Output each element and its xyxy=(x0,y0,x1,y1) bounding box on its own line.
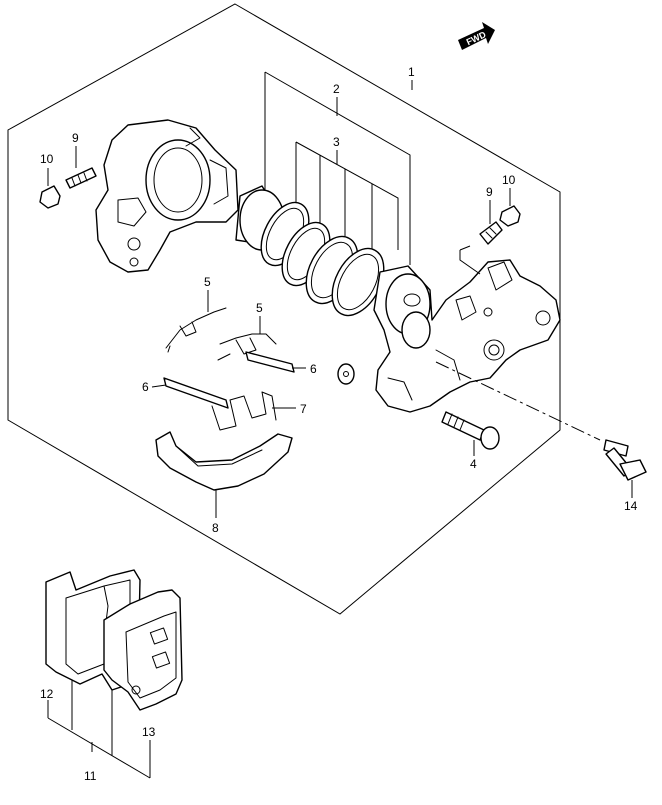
callout-5b: 5 xyxy=(256,301,263,315)
callout-10a: 10 xyxy=(40,152,54,166)
bleeder-valve-left xyxy=(65,167,97,189)
bleeder-cap-left xyxy=(39,185,61,209)
bracket-11 xyxy=(47,717,151,779)
callout-7: 7 xyxy=(300,402,307,416)
callout-5a: 5 xyxy=(204,275,211,289)
callout-12: 12 xyxy=(40,687,54,701)
bleeder-valve-right xyxy=(479,221,503,245)
pad-pin-lower xyxy=(163,377,229,409)
bleeder-cap-right xyxy=(499,205,521,227)
callout-6b: 6 xyxy=(142,380,149,394)
callout-1: 1 xyxy=(408,65,415,79)
pad-holder xyxy=(155,431,293,491)
leader-6b xyxy=(151,384,167,388)
callout-14: 14 xyxy=(624,499,638,513)
callout-13: 13 xyxy=(142,725,156,739)
pad-pin-upper xyxy=(245,351,295,373)
mounting-bolt-14 xyxy=(603,439,647,481)
washer xyxy=(337,363,355,385)
caliper-body-lower xyxy=(373,259,561,413)
brake-pad-front xyxy=(103,589,183,711)
bracket-2 xyxy=(264,71,411,265)
assembly-frame xyxy=(7,3,561,615)
caliper-body-upper xyxy=(95,119,239,273)
callout-3: 3 xyxy=(333,135,340,149)
leader-bleeder xyxy=(459,245,471,251)
pad-spring-lower xyxy=(217,333,277,361)
callout-11: 11 xyxy=(84,769,97,783)
fwd-arrow-icon: FWD xyxy=(458,22,495,50)
pad-spring-upper xyxy=(165,307,227,353)
callout-2: 2 xyxy=(333,82,340,96)
callout-9a: 9 xyxy=(72,131,79,145)
callout-10b: 10 xyxy=(502,173,516,187)
callout-8: 8 xyxy=(212,521,219,535)
anti-rattle-spring xyxy=(211,391,277,431)
callout-4: 4 xyxy=(470,457,477,471)
callout-6a: 6 xyxy=(310,362,317,376)
callout-9b: 9 xyxy=(486,185,493,199)
center-line-bolt xyxy=(435,361,601,441)
mounting-bolt-4 xyxy=(441,411,500,450)
